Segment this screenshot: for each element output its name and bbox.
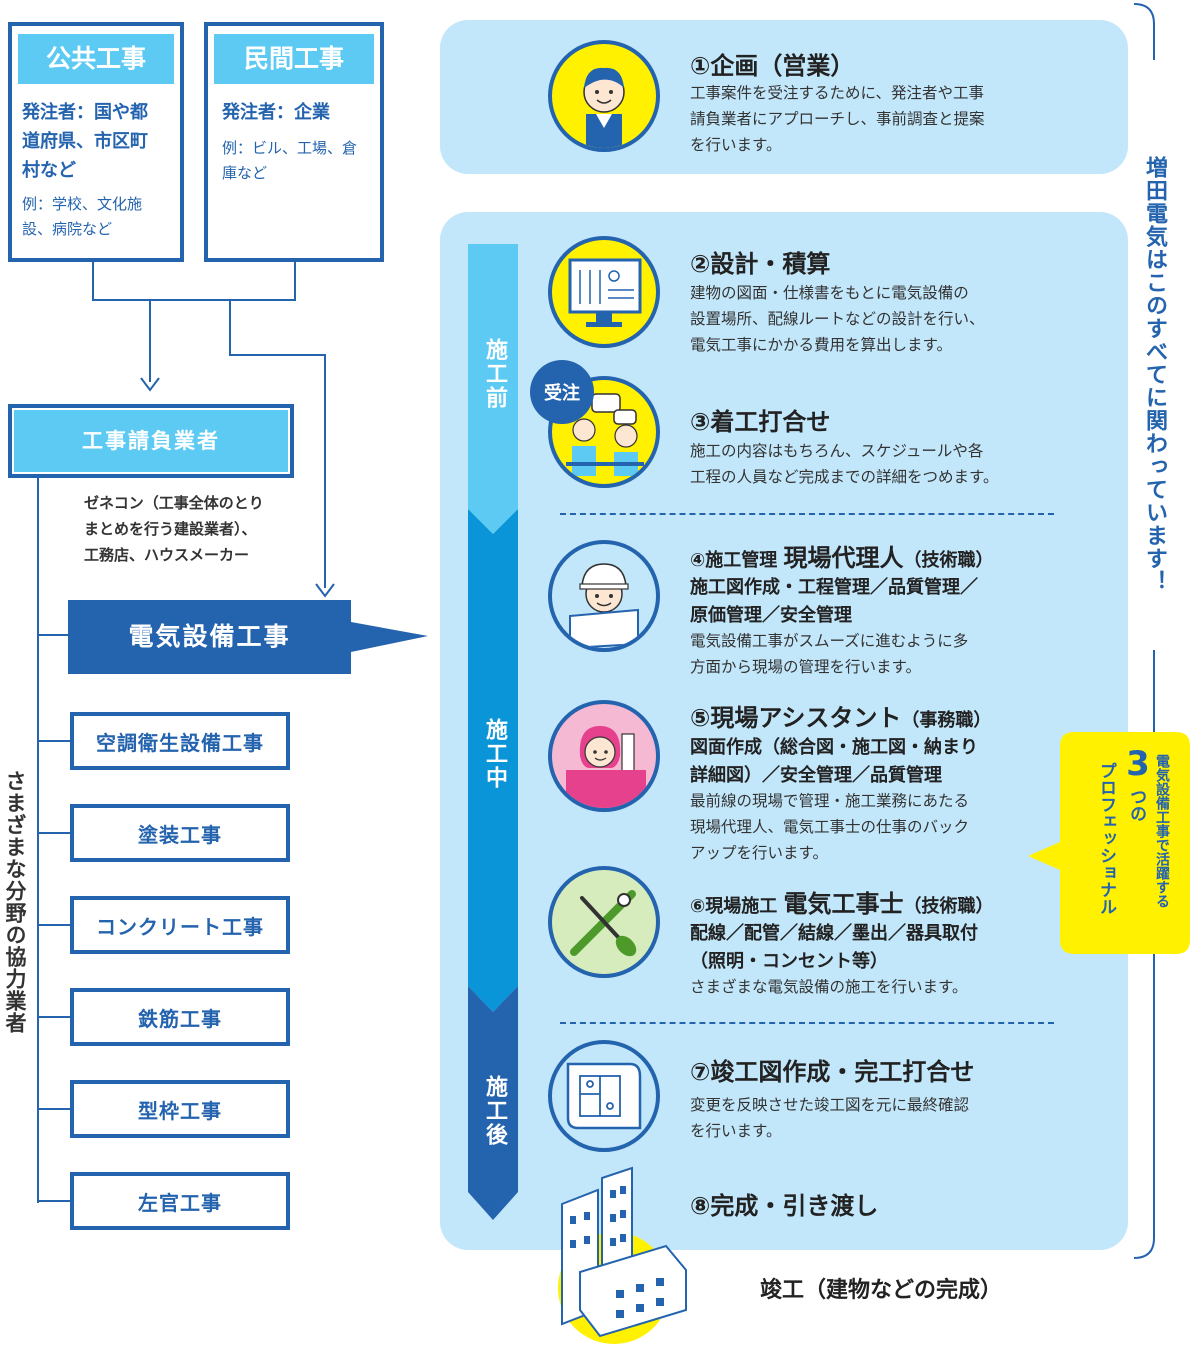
subwork-plastering: 左官工事 bbox=[70, 1172, 290, 1230]
blueprint-icon bbox=[548, 1040, 660, 1152]
private-works-title: 民間工事 bbox=[214, 34, 374, 84]
separator-2 bbox=[560, 1022, 1054, 1024]
partners-label: さまざまな分野の協力業者 bbox=[3, 770, 27, 1034]
pro-callout-shape bbox=[1028, 732, 1190, 954]
step6-title: ⑥現場施工 電気工事士（技術職） bbox=[690, 890, 994, 918]
subwork-hvac: 空調衛生設備工事 bbox=[70, 712, 290, 770]
contractor-box: 工事請負業者 bbox=[8, 404, 294, 478]
public-works-box: 公共工事 発注者：国や都 道府県、市区町 村など 例：学校、文化施 設、病院など bbox=[8, 22, 184, 262]
completion-label: 竣工（建物などの完成） bbox=[760, 1278, 1003, 1303]
step6-duties: 配線／配管／結線／墨出／器具取付 （照明・コンセント等） bbox=[690, 923, 978, 972]
subwork-formwork: 型枠工事 bbox=[70, 1080, 290, 1138]
public-works-title: 公共工事 bbox=[18, 34, 174, 84]
tools-icon bbox=[548, 866, 660, 978]
electrical-works-title: 電気設備工事 bbox=[128, 622, 291, 651]
step3-desc: 施工の内容はもちろん、スケジュールや各 工程の人員など完成までの詳細をつめます。 bbox=[690, 442, 999, 486]
pro-callout-line1: 電気設備工事で活躍する bbox=[1154, 754, 1170, 908]
electrical-banner-shape bbox=[68, 600, 428, 674]
step5-desc: 最前線の現場で管理・施工業務にあたる 現場代理人、電気工事士の仕事のバック アッ… bbox=[690, 792, 970, 862]
step6-desc: さまざまな電気設備の施工を行います。 bbox=[690, 978, 968, 996]
phase-after: 施工後 bbox=[482, 1075, 507, 1147]
public-works-example: 例：学校、文化施 設、病院など bbox=[22, 195, 143, 238]
step8-title: ⑧完成・引き渡し bbox=[690, 1192, 879, 1220]
order-badge: 受注 bbox=[530, 360, 594, 424]
pro-callout-number: 3 bbox=[1126, 744, 1150, 784]
contractor-note: ゼネコン（工事全体のとり まとめを行う建設業者）、 工務店、ハウスメーカー bbox=[84, 494, 264, 564]
step4-title: ④施工管理 現場代理人（技術職） bbox=[690, 544, 994, 572]
step2-title: ②設計・積算 bbox=[690, 250, 831, 278]
design-monitor-icon bbox=[548, 236, 660, 348]
step3-title: ③着工打合せ bbox=[690, 408, 831, 436]
right-bracket bbox=[1133, 3, 1155, 1259]
phase-arrows bbox=[468, 244, 518, 1220]
subwork-concrete: コンクリート工事 bbox=[70, 896, 290, 954]
step2-desc: 建物の図面・仕様書をもとに電気設備の 設置場所、配線ルートなどの設計を行い、 電… bbox=[690, 284, 985, 354]
step1-title: ①企画（営業） bbox=[690, 52, 855, 80]
step7-title: ⑦竣工図作成・完工打合せ bbox=[690, 1058, 975, 1086]
separator-1 bbox=[560, 513, 1054, 515]
step5-duties: 図面作成（総合図・施工図・納まり 詳細図）／安全管理／品質管理 bbox=[690, 737, 978, 786]
subwork-painting: 塗装工事 bbox=[70, 804, 290, 862]
salesperson-icon bbox=[548, 40, 660, 152]
phase-during: 施工中 bbox=[482, 718, 507, 790]
building-icon bbox=[558, 1166, 687, 1344]
pro-callout-line3: プロフェッショナル bbox=[1096, 762, 1116, 915]
private-works-orderer: 発注者：企業 bbox=[222, 102, 330, 123]
org-connector-lines bbox=[37, 262, 335, 1203]
private-works-box: 民間工事 発注者：企業 例：ビル、工場、倉 庫など bbox=[204, 22, 384, 262]
order-badge-text: 受注 bbox=[544, 383, 580, 404]
step1-desc: 工事案件を受注するために、発注者や工事 請負業者にアプローチし、事前調査と提案 … bbox=[690, 84, 985, 154]
step4-duties: 施工図作成・工程管理／品質管理／ 原価管理／安全管理 bbox=[690, 577, 978, 626]
public-works-orderer: 発注者：国や都 道府県、市区町 村など bbox=[22, 102, 148, 181]
assistant-icon bbox=[548, 700, 660, 812]
private-works-example: 例：ビル、工場、倉 庫など bbox=[222, 139, 358, 182]
phase-before: 施工前 bbox=[482, 338, 507, 410]
site-manager-icon bbox=[548, 540, 660, 652]
step4-desc: 電気設備工事がスムーズに進むように多 方面から現場の管理を行います。 bbox=[690, 632, 969, 676]
contractor-title: 工事請負業者 bbox=[14, 410, 288, 472]
step7-desc: 変更を反映させた竣工図を元に最終確認 を行います。 bbox=[690, 1096, 970, 1140]
step5-title: ⑤現場アシスタント（事務職） bbox=[690, 704, 992, 732]
pro-callout-line2: つの bbox=[1126, 788, 1146, 822]
masuda-label: 増田電気はこのすべてに関わっています！ bbox=[1142, 156, 1167, 593]
subwork-rebar: 鉄筋工事 bbox=[70, 988, 290, 1046]
